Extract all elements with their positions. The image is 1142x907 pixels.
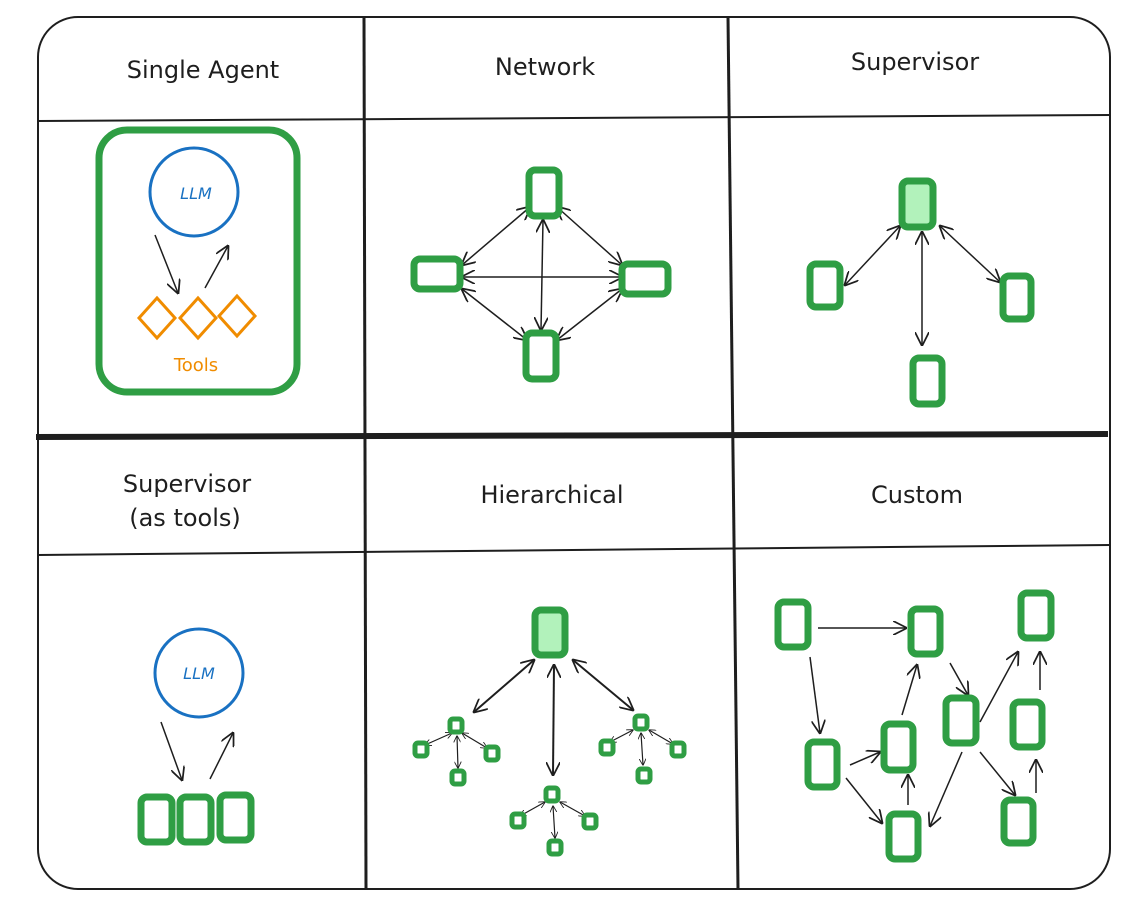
- row-header-divider-bottom: [37, 544, 1111, 556]
- agent-tool-node: [137, 793, 176, 846]
- edge: [557, 207, 622, 265]
- worker-node: [598, 738, 616, 757]
- title-hierarchical: Hierarchical: [480, 481, 623, 509]
- edge: [849, 752, 880, 766]
- llm-node: [148, 146, 240, 238]
- supervisor-diagram: [806, 177, 1035, 408]
- worker-node: [412, 740, 430, 759]
- arrow-agents-to-llm: [209, 733, 233, 780]
- agent-node: [942, 694, 980, 747]
- llm-node: [153, 627, 245, 719]
- worker-node: [581, 812, 599, 831]
- tool-icon: [216, 293, 258, 339]
- network-diagram: [410, 166, 672, 383]
- edge: [457, 736, 458, 768]
- edge: [809, 656, 820, 733]
- edge: [553, 806, 555, 838]
- edge: [845, 777, 882, 823]
- agent-boundary: [95, 126, 301, 396]
- col-divider-2: [726, 16, 740, 890]
- sub-supervisor-node: [632, 713, 650, 732]
- edge: [930, 751, 963, 826]
- worker-node: [546, 838, 564, 857]
- edge: [949, 662, 968, 695]
- edge: [557, 289, 622, 340]
- outer-border: [37, 16, 1111, 890]
- agent-node: [880, 720, 917, 774]
- edge: [462, 289, 527, 340]
- agent-node: [885, 810, 922, 863]
- edge: [553, 665, 554, 775]
- title-supervisor-as-tools-line1: Supervisor: [123, 470, 251, 498]
- edge: [425, 733, 452, 745]
- agent-node: [999, 272, 1035, 323]
- edge: [979, 751, 1015, 795]
- agent-node: [525, 166, 563, 220]
- sub-team: [412, 716, 501, 787]
- top-supervisor-node: [531, 606, 569, 659]
- title-supervisor: Supervisor: [851, 48, 979, 76]
- sub-team: [598, 713, 687, 785]
- tool-icon: [177, 295, 219, 341]
- edge: [649, 730, 673, 744]
- agent-node: [522, 329, 560, 383]
- agent-node: [806, 260, 844, 311]
- llm-label: LLM: [180, 184, 212, 203]
- supervisor-node: [898, 177, 937, 231]
- arrow-llm-to-agents: [160, 721, 182, 780]
- agent-node: [1017, 589, 1055, 642]
- edge: [979, 652, 1018, 723]
- supervisor-as-tools-diagram: LLM: [137, 627, 255, 846]
- edge: [462, 733, 487, 748]
- edge: [560, 802, 585, 816]
- edge: [474, 660, 534, 712]
- arrow-llm-to-tools: [154, 234, 178, 293]
- worker-node: [669, 740, 687, 759]
- edge: [641, 733, 643, 765]
- agent-tool-node: [176, 793, 215, 846]
- agent-node: [909, 354, 946, 408]
- edge: [845, 226, 900, 285]
- cell-titles: Single Agent Network Supervisor Supervis…: [123, 48, 979, 532]
- arrow-tools-to-llm: [204, 246, 228, 289]
- section-divider: [35, 431, 1109, 440]
- sub-supervisor-node: [447, 716, 465, 735]
- title-network: Network: [495, 53, 595, 81]
- agent-tool-node: [216, 791, 255, 844]
- edge: [940, 226, 1000, 282]
- worker-node: [483, 744, 501, 763]
- agent-node: [1009, 698, 1046, 751]
- sub-supervisor-node: [543, 785, 561, 804]
- col-divider-1: [362, 16, 368, 890]
- edge: [541, 220, 543, 330]
- worker-node: [509, 811, 527, 830]
- title-supervisor-as-tools-line2: (as tools): [129, 504, 241, 532]
- hierarchical-diagram: [412, 606, 687, 857]
- edge: [901, 665, 917, 716]
- worker-node: [449, 768, 467, 787]
- agent-node: [907, 605, 944, 658]
- agent-node: [774, 598, 812, 651]
- edge: [610, 730, 633, 742]
- sub-team: [509, 785, 599, 857]
- edge: [573, 660, 633, 710]
- llm-label: LLM: [183, 664, 215, 683]
- agent-node: [804, 738, 841, 791]
- single-agent-diagram: LLM Tools: [95, 126, 301, 396]
- title-single-agent: Single Agent: [127, 56, 279, 84]
- grid-frame: [35, 16, 1111, 890]
- tools-label: Tools: [173, 355, 218, 376]
- agent-node: [618, 260, 672, 298]
- custom-diagram: [774, 589, 1055, 863]
- row-header-divider-top: [37, 114, 1111, 122]
- title-custom: Custom: [871, 481, 963, 509]
- worker-node: [635, 766, 653, 785]
- agent-node: [1000, 796, 1037, 847]
- edge: [462, 207, 530, 265]
- agent-node: [410, 255, 464, 293]
- tool-icon: [136, 295, 178, 341]
- tool-diamonds: [136, 293, 258, 341]
